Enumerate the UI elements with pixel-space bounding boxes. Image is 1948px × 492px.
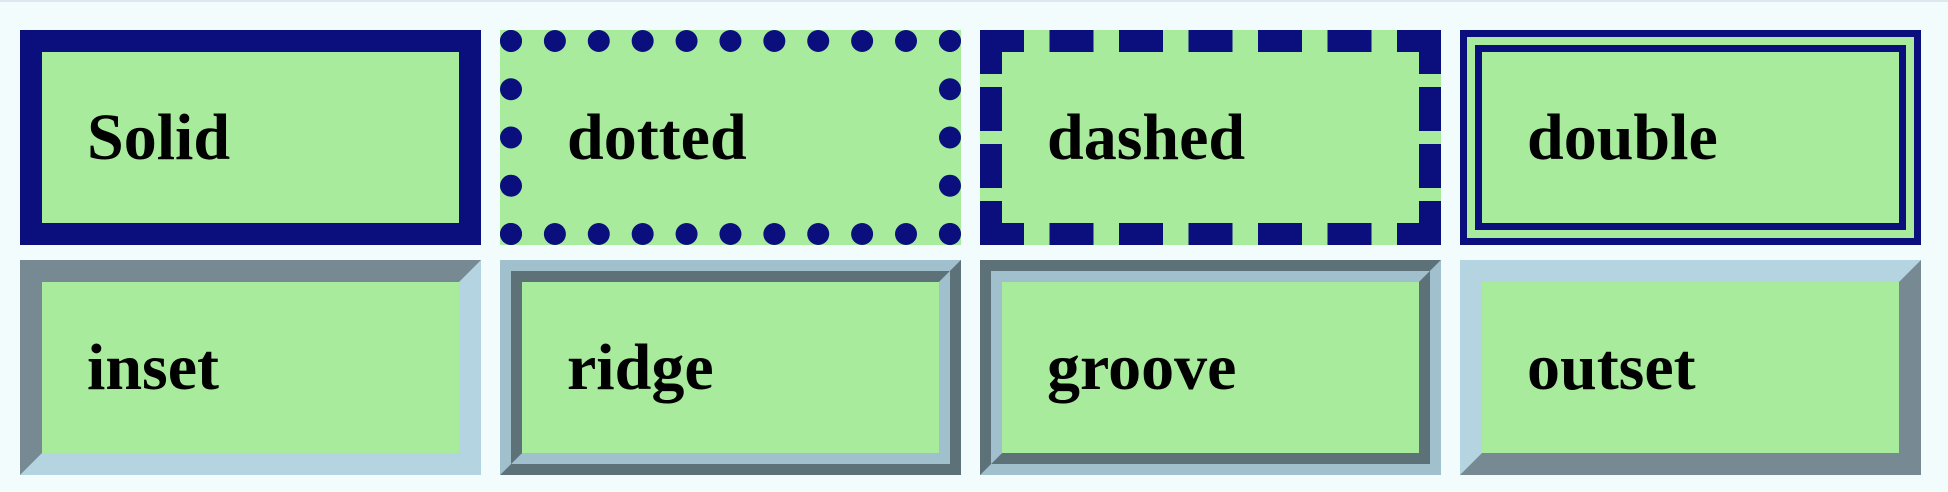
- box-label: groove: [1047, 330, 1237, 404]
- double-border-box: double: [1460, 30, 1921, 245]
- box-label: inset: [87, 330, 219, 404]
- box-label: Solid: [87, 100, 231, 174]
- border-style-grid: Solid dotted dashed double inset ridge g…: [20, 30, 1921, 475]
- dashed-border-box: dashed: [980, 30, 1441, 245]
- outset-border-box: outset: [1460, 260, 1921, 475]
- box-label: dotted: [567, 100, 747, 174]
- groove-border-box: groove: [980, 260, 1441, 475]
- box-label: double: [1527, 100, 1718, 174]
- inset-border-box: inset: [20, 260, 481, 475]
- box-label: outset: [1527, 330, 1696, 404]
- solid-border-box: Solid: [20, 30, 481, 245]
- box-label: dashed: [1047, 100, 1246, 174]
- dotted-border-box: dotted: [500, 30, 961, 245]
- box-label: ridge: [567, 330, 714, 404]
- ridge-border-box: ridge: [500, 260, 961, 475]
